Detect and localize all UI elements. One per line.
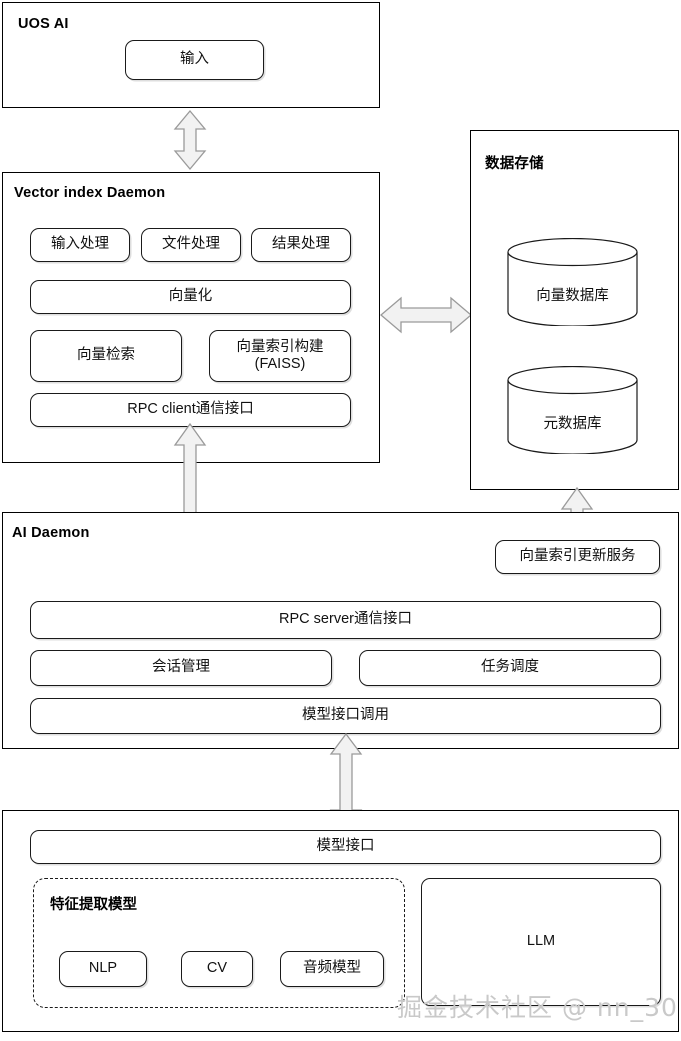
node-vector-index-update-service[interactable]: 向量索引更新服务 bbox=[495, 540, 660, 574]
database-vector[interactable]: 向量数据库 bbox=[507, 238, 638, 326]
database-vector-label: 向量数据库 bbox=[536, 288, 609, 304]
node-vectorization[interactable]: 向量化 bbox=[30, 280, 351, 314]
node-cv[interactable]: CV bbox=[181, 951, 253, 987]
node-file-processing-label: 文件处理 bbox=[162, 236, 220, 253]
node-model-interface-label: 模型接口 bbox=[316, 838, 375, 855]
node-audio-model[interactable]: 音频模型 bbox=[280, 951, 384, 987]
node-vector-retrieval[interactable]: 向量检索 bbox=[30, 330, 182, 382]
node-model-interface-call-label: 模型接口调用 bbox=[302, 707, 389, 724]
node-model-interface[interactable]: 模型接口 bbox=[30, 830, 661, 864]
node-rpc-server-interface[interactable]: RPC server通信接口 bbox=[30, 601, 661, 639]
node-result-processing-label: 结果处理 bbox=[272, 236, 330, 253]
node-vector-retrieval-label: 向量检索 bbox=[77, 347, 135, 364]
node-input-processing-label: 输入处理 bbox=[51, 236, 109, 253]
node-vector-index-update-service-label: 向量索引更新服务 bbox=[519, 548, 636, 565]
section-vector-index-daemon-title: Vector index Daemon bbox=[14, 185, 166, 201]
node-vectorization-label: 向量化 bbox=[168, 288, 213, 305]
node-rpc-client-interface-label: RPC client通信接口 bbox=[127, 401, 254, 418]
node-vector-index-build-label-line1: 向量索引构建 bbox=[236, 338, 324, 355]
node-model-interface-call[interactable]: 模型接口调用 bbox=[30, 698, 661, 734]
node-llm-label: LLM bbox=[526, 933, 556, 950]
section-ai-daemon-title: AI Daemon bbox=[12, 525, 90, 541]
node-vector-index-build[interactable]: 向量索引构建 (FAISS) bbox=[209, 330, 351, 382]
section-uos-ai-title: UOS AI bbox=[18, 16, 69, 32]
node-llm[interactable]: LLM bbox=[421, 878, 661, 1006]
node-input[interactable]: 输入 bbox=[125, 40, 264, 80]
node-input-label: 输入 bbox=[180, 51, 209, 68]
section-data-storage-title: 数据存储 bbox=[485, 156, 544, 172]
database-metadata[interactable]: 元数据库 bbox=[507, 366, 638, 454]
node-file-processing[interactable]: 文件处理 bbox=[141, 228, 241, 262]
node-task-scheduling[interactable]: 任务调度 bbox=[359, 650, 661, 686]
node-vector-index-build-label-line2: (FAISS) bbox=[254, 356, 306, 372]
node-result-processing[interactable]: 结果处理 bbox=[251, 228, 351, 262]
node-session-management[interactable]: 会话管理 bbox=[30, 650, 332, 686]
node-nlp-label: NLP bbox=[88, 960, 118, 977]
arrow-uos-ai-to-vector-index-daemon bbox=[172, 109, 208, 171]
group-feature-extraction-models-title: 特征提取模型 bbox=[50, 897, 137, 913]
database-metadata-label: 元数据库 bbox=[543, 416, 602, 432]
node-rpc-server-interface-label: RPC server通信接口 bbox=[279, 611, 412, 628]
node-cv-label: CV bbox=[206, 960, 228, 977]
arrow-vector-index-daemon-to-data-storage bbox=[379, 295, 473, 335]
node-nlp[interactable]: NLP bbox=[59, 951, 147, 987]
node-session-management-label: 会话管理 bbox=[152, 659, 210, 676]
node-input-processing[interactable]: 输入处理 bbox=[30, 228, 130, 262]
node-task-scheduling-label: 任务调度 bbox=[481, 659, 539, 676]
node-audio-model-label: 音频模型 bbox=[303, 960, 361, 977]
node-rpc-client-interface[interactable]: RPC client通信接口 bbox=[30, 393, 351, 427]
